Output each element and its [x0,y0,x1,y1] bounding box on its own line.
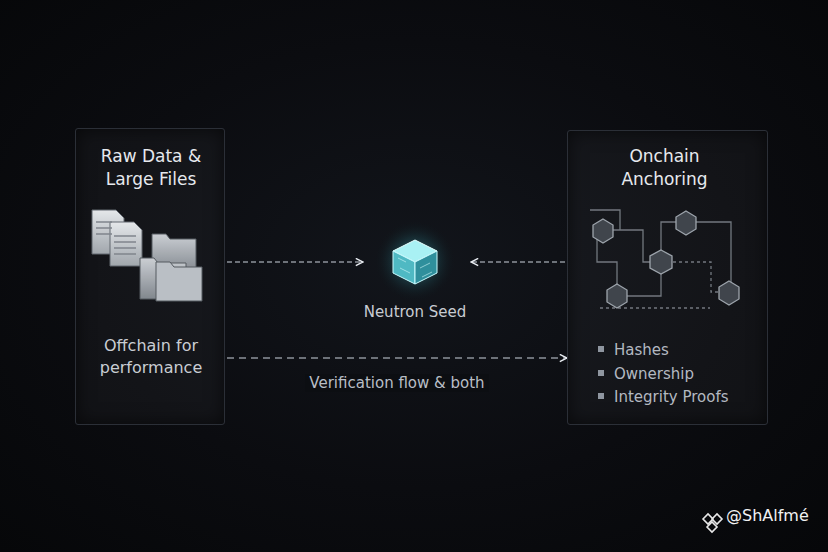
offchain-panel: Raw Data & Large FilesOffchain for perfo… [75,128,225,425]
bullet-item: Integrity Proofs [598,387,764,407]
seed-node: Neutron Seed [363,222,471,332]
node-label: Neutron Seed [363,302,467,322]
bullet-item: Ownership [598,364,764,384]
cube-icon [373,219,457,303]
connector-arrow [227,261,363,263]
watermark: @ShAlfmé [726,506,809,525]
panel-heading: Raw Data & Large Files [86,145,216,191]
edge-label: Verification flow & both [305,374,488,392]
connector-arrow [471,261,565,263]
onchain-panel: Onchain AnchoringHashesOwnershipIntegrit… [567,130,768,425]
panel-note: Offchain for performance [86,335,216,378]
bullet-item: Hashes [598,340,764,360]
watermark-logo [703,514,722,532]
panel-heading: Onchain Anchoring [588,145,741,191]
connector-arrow [227,357,567,359]
